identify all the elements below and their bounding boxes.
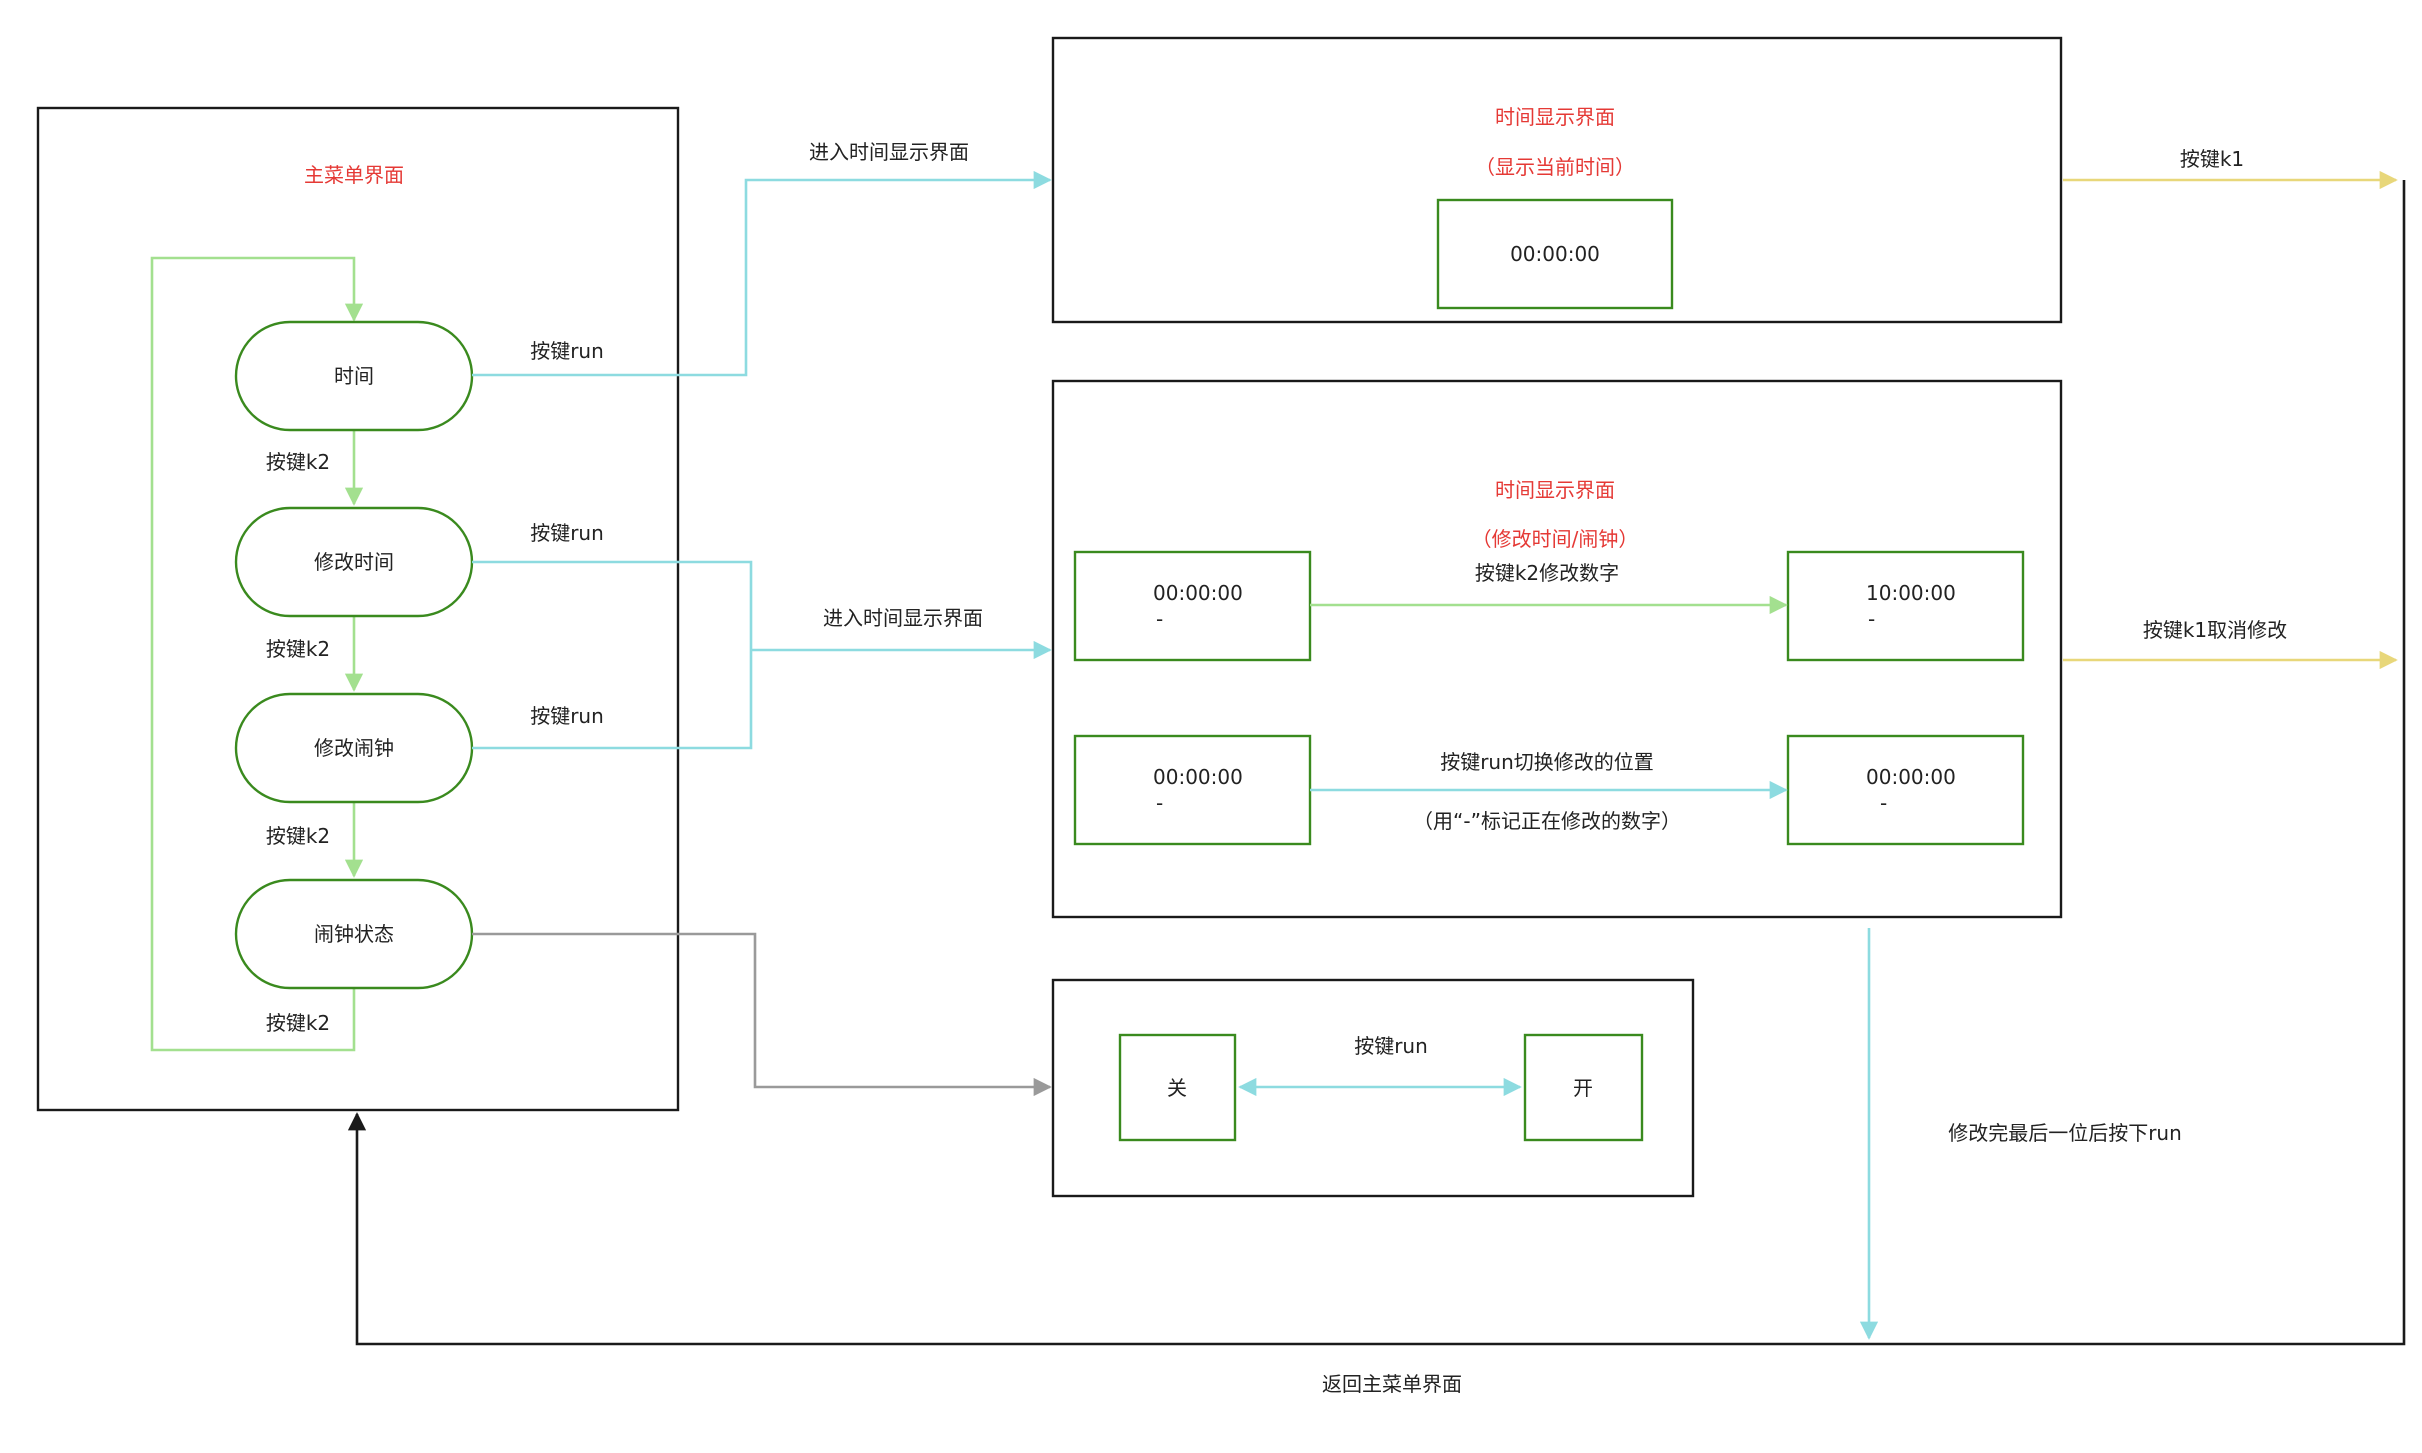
- k2-modify-label: 按键k2修改数字: [1475, 561, 1619, 585]
- k1-cancel-label: 按键k1取消修改: [2143, 618, 2287, 642]
- menu-item-label: 修改时间: [314, 550, 394, 574]
- main-menu-title: 主菜单界面: [304, 163, 404, 187]
- edit-box-mark: -: [1868, 607, 1875, 631]
- edit-box-mark: -: [1880, 791, 1887, 815]
- alarm-off-label: 关: [1167, 1076, 1187, 1100]
- enter-display-label: 进入时间显示界面: [823, 606, 983, 630]
- edit-note: （用“-”标记正在修改的数字）: [1413, 809, 1681, 833]
- return-main-label: 返回主菜单界面: [1322, 1372, 1462, 1396]
- edit-subtitle: （修改时间/闹钟）: [1472, 527, 1639, 551]
- menu-item-label: 闹钟状态: [314, 922, 394, 946]
- edit-title: 时间显示界面: [1495, 478, 1615, 502]
- edit-box-time: 00:00:00: [1153, 765, 1243, 789]
- edge-edit-alarm-to-edit: [472, 650, 753, 750]
- run-label: 按键run: [530, 704, 604, 728]
- edit-box-mark: -: [1156, 607, 1163, 631]
- k2-label: 按键k2: [266, 637, 330, 661]
- display-time: 00:00:00: [1510, 242, 1600, 266]
- run-switch-label: 按键run切换修改的位置: [1440, 750, 1654, 774]
- edge-edit-time-to-edit: [472, 560, 753, 650]
- menu-item-label: 修改闹钟: [314, 736, 394, 760]
- finish-label: 修改完最后一位后按下run: [1948, 1121, 2182, 1145]
- alarm-off-box: [1118, 1033, 1237, 1142]
- edit-box-after-digit: [1786, 550, 2025, 662]
- run-label: 按键run: [530, 339, 604, 363]
- edge-return-main: [347, 180, 2406, 1346]
- display-subtitle: （显示当前时间）: [1475, 155, 1635, 179]
- display-title: 时间显示界面: [1495, 105, 1615, 129]
- edit-box-before-position: [1073, 734, 1312, 846]
- edit-box-after-position: [1786, 734, 2025, 846]
- alarm-run-label: 按键run: [1354, 1034, 1428, 1058]
- edit-box-time: 00:00:00: [1153, 581, 1243, 605]
- edge-time-to-display: [472, 170, 1052, 377]
- alarm-on-label: 开: [1573, 1076, 1593, 1100]
- enter-display-label: 进入时间显示界面: [809, 140, 969, 164]
- k1-label: 按键k1: [2180, 147, 2244, 171]
- k2-label: 按键k2: [266, 450, 330, 474]
- edit-box-before-digit: [1073, 550, 1312, 662]
- edit-box-time: 00:00:00: [1866, 765, 1956, 789]
- menu-item-label: 时间: [334, 364, 374, 388]
- run-label: 按键run: [530, 521, 604, 545]
- k2-label: 按键k2: [266, 1011, 330, 1035]
- display-time-box: [1436, 198, 1674, 310]
- edit-box-time: 10:00:00: [1866, 581, 1956, 605]
- k2-label: 按键k2: [266, 824, 330, 848]
- edge-status-to-alarm: [472, 932, 1052, 1097]
- edit-box-mark: -: [1156, 791, 1163, 815]
- alarm-on-box: [1523, 1033, 1644, 1142]
- loop-back-edge: [150, 256, 364, 1052]
